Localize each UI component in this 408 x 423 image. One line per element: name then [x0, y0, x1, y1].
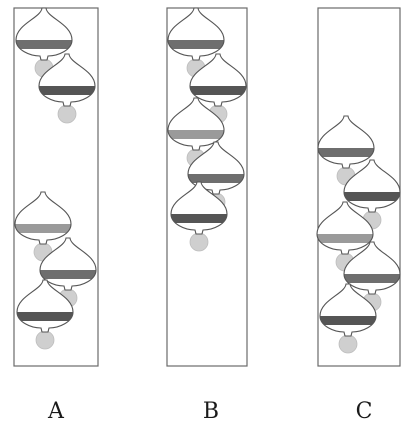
panel-c-bulb-5-outline	[319, 283, 377, 337]
panel-c-bulb-5	[319, 283, 377, 354]
panel-c-label: C	[356, 399, 373, 423]
panel-a-bulb-3	[14, 191, 72, 262]
panel-c-bulb-4-liquid	[344, 274, 400, 283]
panel-b-bulb-3-liquid	[168, 130, 224, 139]
panel-a-bulb-3-outline	[14, 191, 72, 245]
panel-c-bulb-1-outline	[317, 115, 375, 169]
panel-c-bulb-3-liquid	[317, 234, 373, 243]
panel-a-bulb-1-liquid	[16, 40, 72, 49]
panel-c-bulb-3-outline	[316, 201, 374, 255]
panel-c: C	[316, 7, 401, 423]
panel-a-bulb-4-liquid	[40, 270, 96, 279]
panel-a-bulb-5-droplet	[35, 330, 55, 350]
panel-c-bulb-2-liquid	[344, 192, 400, 201]
panel-c-bulb-5-liquid	[320, 316, 376, 325]
panel-b-bulb-2-liquid	[190, 86, 246, 95]
panel-a-bulb-4	[39, 237, 97, 308]
panel-a: A	[13, 7, 99, 423]
panel-b-label: B	[203, 399, 219, 423]
panel-b-bulb-4-outline	[187, 141, 245, 195]
panel-a-bulb-2-droplet	[57, 104, 77, 124]
panel-b-bulb-5-liquid	[171, 214, 227, 223]
panel-c-bulb-1-liquid	[318, 148, 374, 157]
panel-b: B	[166, 7, 248, 423]
panel-b-bulb-3-outline	[167, 97, 225, 151]
panel-a-bulbs	[14, 7, 97, 350]
panel-c-bulb-4-outline	[343, 241, 401, 295]
panel-b-bulb-5-droplet	[189, 232, 209, 252]
panel-b-bulb-1	[167, 7, 225, 78]
panel-a-label: A	[47, 399, 65, 423]
panel-b-bulb-4-liquid	[188, 174, 244, 183]
panel-b-bulb-1-liquid	[168, 40, 224, 49]
panel-c-bulb-2	[343, 159, 401, 230]
panel-a-bulb-5	[16, 279, 74, 350]
panel-b-bulb-1-outline	[167, 7, 225, 61]
panel-a-bulb-1-outline	[15, 7, 73, 61]
panel-a-bulb-4-outline	[39, 237, 97, 291]
panel-a-bulb-2	[38, 53, 96, 124]
panel-a-bulb-5-liquid	[17, 312, 73, 321]
panel-a-bulb-5-outline	[16, 279, 74, 333]
panel-a-bulb-1	[15, 7, 73, 78]
panel-c-bulbs	[316, 115, 401, 354]
panel-a-bulb-3-liquid	[15, 224, 71, 233]
panel-b-bulb-2-outline	[189, 53, 247, 107]
panel-c-bulb-2-outline	[343, 159, 401, 213]
panel-a-bulb-2-outline	[38, 53, 96, 107]
panel-a-bulb-2-liquid	[39, 86, 95, 95]
panel-c-bulb-5-droplet	[338, 334, 358, 354]
panel-b-bulb-5	[170, 181, 228, 252]
panel-b-bulbs	[167, 7, 247, 252]
panel-b-bulb-5-outline	[170, 181, 228, 235]
